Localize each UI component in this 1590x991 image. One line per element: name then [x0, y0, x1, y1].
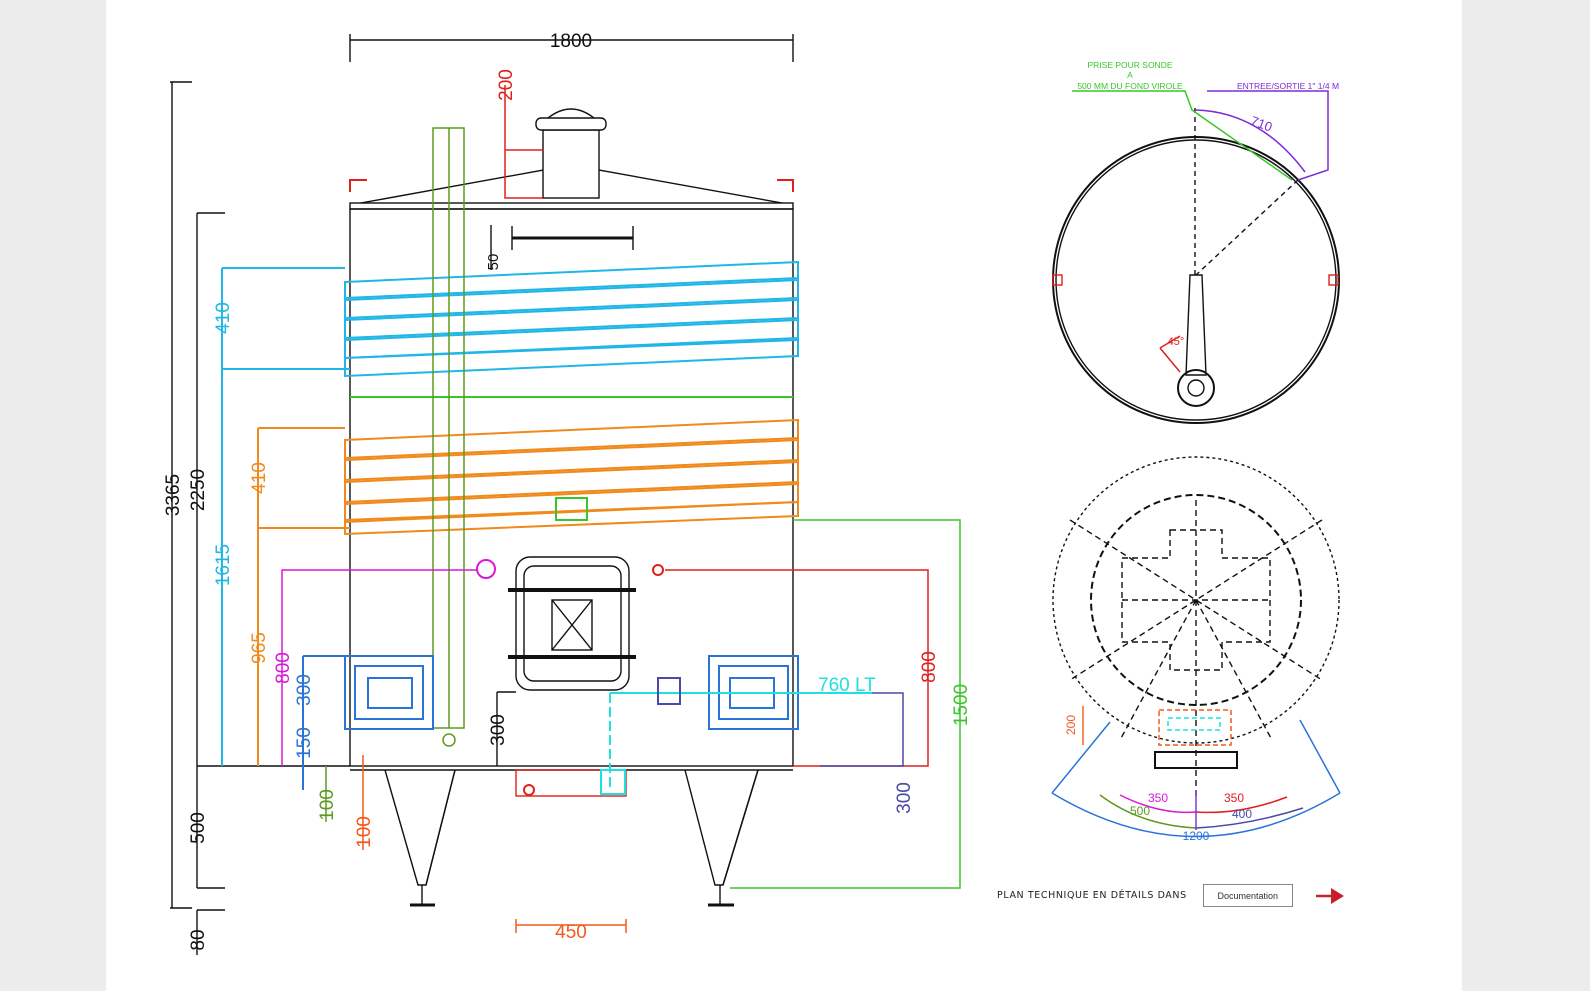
dim-purple-right: 300 [894, 782, 915, 814]
dim-magenta: 800 [273, 652, 294, 684]
documentation-row: PLAN TECHNIQUE EN DÉTAILS DANS Documenta… [997, 884, 1345, 907]
dim-leg-spacing: 450 [555, 922, 587, 943]
bottom-dim-1200: 1200 [1183, 829, 1210, 843]
dim-green-low: 100 [317, 789, 338, 821]
cyan-cooling-jacket [221, 260, 799, 766]
dim-width-total: 1800 [550, 31, 592, 52]
dim-orange-jacket: 410 [249, 462, 270, 494]
dim-body-height: 2250 [188, 469, 209, 511]
documentation-button[interactable]: Documentation [1202, 884, 1293, 907]
dimension-guides [281, 85, 961, 933]
dim-height-total: 3365 [163, 474, 184, 516]
dim-blue-door: 300 [294, 674, 315, 706]
probe-note-2: A [1127, 70, 1133, 80]
bottom-dim-500: 500 [1130, 804, 1150, 818]
dim-foot-height: 80 [188, 929, 209, 950]
probe-note-3: 500 MM DU FOND VIROLE [1077, 81, 1183, 91]
inlet-note: ENTREE/SORTIE 1" 1/4 M [1237, 81, 1339, 91]
orange-heating-jacket [257, 418, 799, 766]
dim-green-right: 1500 [951, 684, 972, 726]
bottom-dim-350-right: 350 [1224, 791, 1244, 805]
bottom-dim-400: 400 [1232, 807, 1252, 821]
dim-cyan-jacket: 410 [213, 302, 234, 334]
probe-note-1: PRISE POUR SONDE [1087, 60, 1172, 70]
thermometer-icon [476, 559, 496, 579]
dim-top-gap: 50 [485, 254, 502, 271]
tank-bottom-view [1051, 456, 1341, 838]
arc-dim-710: 710 [1249, 113, 1275, 135]
dim-red-right: 800 [919, 651, 940, 683]
documentation-label: PLAN TECHNIQUE EN DÉTAILS DANS [997, 890, 1187, 901]
bottom-dim-200: 200 [1064, 715, 1078, 735]
drawing-sheet [106, 0, 1462, 991]
dim-cyan-bottom: 1615 [213, 544, 234, 586]
dim-manhole: 200 [496, 69, 517, 101]
volume-label: 760 LT [818, 675, 876, 696]
dim-leg-height: 500 [188, 812, 209, 844]
dim-orange-low: 100 [354, 816, 375, 848]
arrow-right-icon[interactable] [1315, 886, 1345, 906]
angle-label: 45° [1168, 336, 1185, 348]
dim-outlet: 300 [488, 714, 509, 746]
level-gauge [432, 127, 465, 747]
nameplate [555, 497, 588, 521]
dim-blue-low: 150 [294, 727, 315, 759]
bottom-dim-350-left: 350 [1148, 791, 1168, 805]
dim-orange-bottom: 965 [249, 632, 270, 664]
tank-top-view [1052, 90, 1340, 424]
